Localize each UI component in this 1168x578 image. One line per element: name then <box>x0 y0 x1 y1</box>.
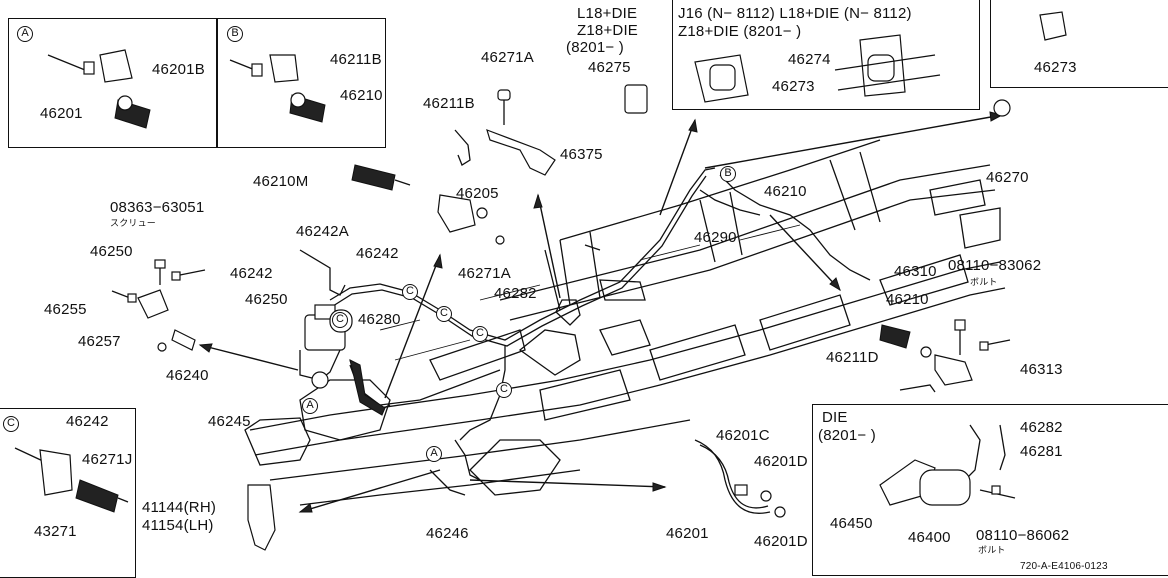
marker-a-front: A <box>302 398 318 414</box>
label-46313: 46313 <box>1020 361 1063 378</box>
diagram-code: 720-A-E4106-0123 <box>1020 561 1108 572</box>
label-46242-c: 46242 <box>66 413 109 430</box>
label-46290: 46290 <box>694 229 737 246</box>
label-46274: 46274 <box>788 51 831 68</box>
left-small-parts <box>111 259 206 352</box>
variant-l-2: Z18+DIE <box>577 22 639 39</box>
label-46310: 46310 <box>894 263 937 280</box>
label-46201B: 46201B <box>152 61 205 78</box>
label-41144: 41144(RH) <box>142 499 217 516</box>
label-46271A-mid: 46271A <box>458 265 511 282</box>
label-46210-right: 46210 <box>764 183 807 200</box>
marker-a-rear: A <box>426 446 442 462</box>
die-bolt-note: ボルト <box>978 545 1006 555</box>
part-sketches <box>247 84 1011 551</box>
inset-top-mid-box <box>672 0 980 110</box>
label-46211B: 46211B <box>423 95 475 112</box>
label-46270: 46270 <box>986 169 1029 186</box>
label-46240: 46240 <box>166 367 209 384</box>
marker-c-1: C <box>402 284 418 300</box>
label-46375: 46375 <box>560 146 603 163</box>
label-46201: 46201 <box>666 525 709 542</box>
label-46211D: 46211D <box>826 349 879 366</box>
variant-l-1: L18+DIE <box>577 5 638 22</box>
screw-note: スクリュー <box>110 218 157 228</box>
inset-a-box <box>8 18 218 148</box>
label-41154: 41154(LH) <box>142 517 214 534</box>
marker-c-2: C <box>436 306 452 322</box>
inset-top-right-box <box>990 0 1168 88</box>
label-46201D-a: 46201D <box>754 453 808 470</box>
label-46250-left: 46250 <box>90 243 133 260</box>
label-46205: 46205 <box>456 185 499 202</box>
variant-r-1: J16 (N− 8112) L18+DIE (N− 8112) <box>678 5 912 22</box>
label-46210-inset: 46210 <box>340 87 383 104</box>
label-46242A: 46242A <box>296 223 349 240</box>
inset-b-sketch <box>229 54 326 123</box>
label-08110-83062: 08110−83062 <box>948 257 1042 274</box>
marker-c-3: C <box>472 326 488 342</box>
label-46255: 46255 <box>44 301 87 318</box>
label-46273-inset: 46273 <box>772 78 815 95</box>
inset-c-box <box>0 408 136 578</box>
label-46271J: 46271J <box>82 451 133 468</box>
label-08110-86062: 08110−86062 <box>976 527 1070 544</box>
inset-c-sketch <box>14 447 129 513</box>
label-46250: 46250 <box>245 291 288 308</box>
label-46210M: 46210M <box>253 173 309 190</box>
variant-l-3: (8201− ) <box>566 39 624 56</box>
label-46201-inset: 46201 <box>40 105 83 122</box>
inset-a-sketch <box>47 49 151 129</box>
variant-r-2: Z18+DIE (8201− ) <box>678 23 802 40</box>
label-46246: 46246 <box>426 525 469 542</box>
inset-b-box <box>216 18 386 148</box>
inset-a-marker: A <box>17 26 33 42</box>
label-46210-right2: 46210 <box>886 291 929 308</box>
label-46282: 46282 <box>494 285 537 302</box>
marker-c-5: C <box>496 382 512 398</box>
die-sub: (8201− ) <box>818 427 876 444</box>
top-right-sketch <box>1039 11 1067 41</box>
label-46245: 46245 <box>208 413 251 430</box>
label-46281: 46281 <box>1020 443 1063 460</box>
label-08363-63051: 08363−63051 <box>110 199 205 216</box>
label-46280: 46280 <box>358 311 401 328</box>
label-46257: 46257 <box>78 333 121 350</box>
marker-b: B <box>720 166 736 182</box>
bolt-note: ボルト <box>970 277 998 287</box>
label-46242-mid: 46242 <box>356 245 399 262</box>
label-43271: 43271 <box>34 523 77 540</box>
label-46450: 46450 <box>830 515 873 532</box>
label-46201D-b: 46201D <box>754 533 808 550</box>
label-46201C: 46201C <box>716 427 770 444</box>
label-46400: 46400 <box>908 529 951 546</box>
label-46242-left: 46242 <box>230 265 273 282</box>
brake-lines <box>329 167 871 481</box>
die-title: DIE <box>822 409 848 426</box>
label-46275: 46275 <box>588 59 631 76</box>
inset-b-marker: B <box>227 26 243 42</box>
chassis-frame <box>244 139 1006 506</box>
inset-die-sketch <box>879 424 1016 506</box>
marker-c-4: C <box>332 312 348 328</box>
label-46273-right: 46273 <box>1034 59 1077 76</box>
top-mid-sketch <box>694 34 941 103</box>
inset-c-marker: C <box>3 416 19 432</box>
label-46282-die: 46282 <box>1020 419 1063 436</box>
label-46271A-top: 46271A <box>481 49 534 66</box>
label-46211B-inset: 46211B <box>330 51 382 68</box>
